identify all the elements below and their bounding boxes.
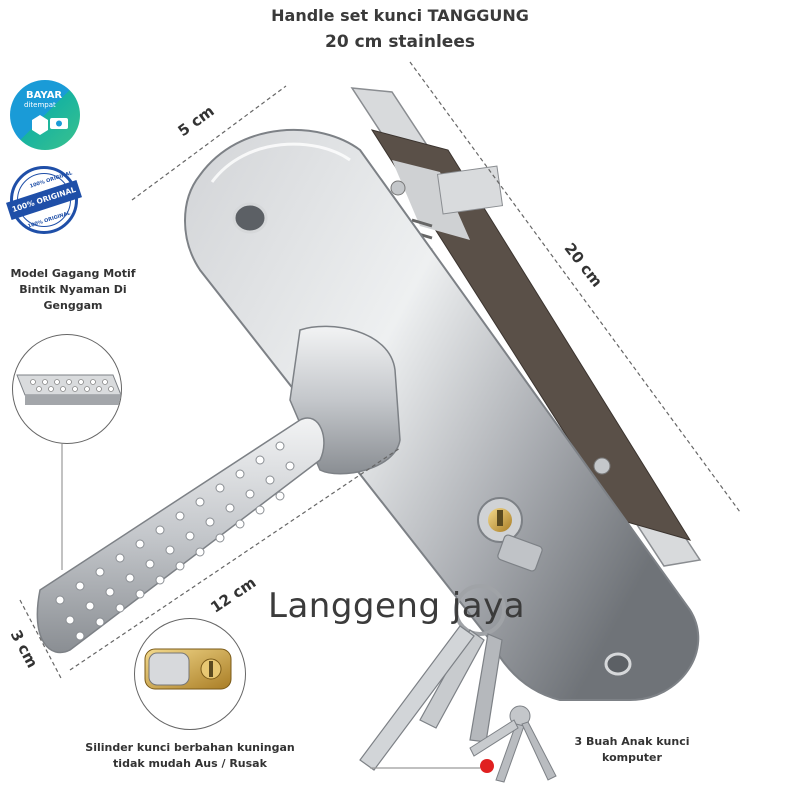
spare-keys — [469, 705, 557, 783]
mortise-lock — [350, 87, 702, 567]
dimension-lines — [19, 61, 741, 681]
lever-handle — [36, 325, 401, 654]
cylinder-caption: Silinder kunci berbahan kuningan tidak m… — [85, 741, 295, 770]
cylinder-detail-inset — [134, 618, 246, 730]
product-subtitle: 20 cm stainlees — [325, 32, 475, 52]
handle-detail-inset — [12, 334, 122, 444]
store-watermark: Langgeng jaya — [268, 586, 526, 626]
back-plate — [184, 129, 700, 701]
cod-badge-label: BAYAR — [26, 90, 63, 101]
leader-lines — [61, 444, 494, 773]
handle-motif-caption: Model Gagang Motif Bintik Nyaman Di Geng… — [10, 267, 136, 312]
cash-icon — [32, 115, 68, 135]
product-title: Handle set kunci TANGGUNG — [271, 6, 529, 25]
original-badge: 100% ORIGINAL 100% ORIGINAL 100% ORIGINA… — [6, 166, 82, 234]
cod-badge: BAYAR ditempat — [10, 80, 80, 150]
keys-caption: 3 Buah Anak kunci komputer — [574, 735, 690, 764]
keys — [359, 534, 543, 771]
cod-badge-sublabel: ditempat — [24, 101, 56, 109]
handle-detail-image — [16, 374, 121, 405]
cylinder-detail-image — [144, 648, 232, 690]
key-cylinder — [477, 497, 523, 543]
